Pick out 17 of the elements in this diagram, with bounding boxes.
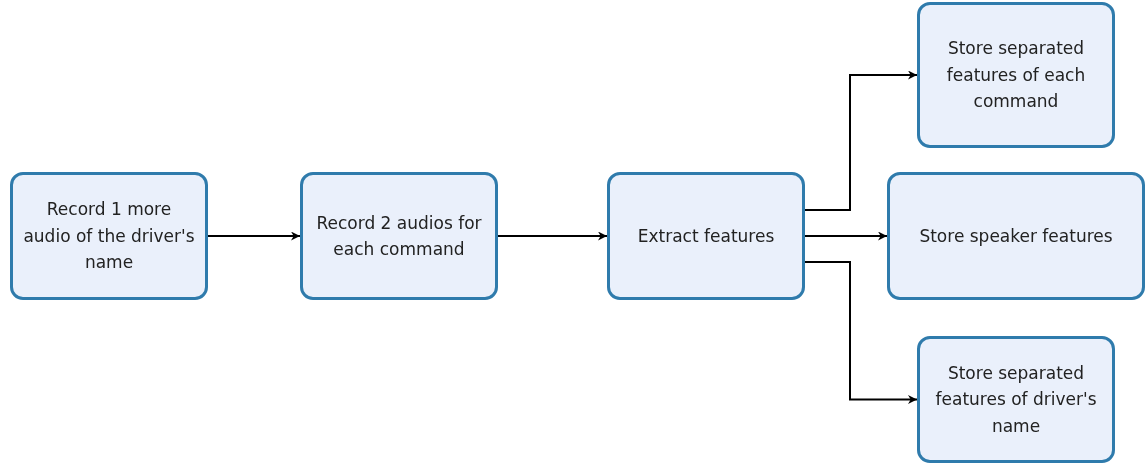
box-label: Store speaker features <box>919 224 1113 248</box>
process-box <box>917 2 1115 148</box>
arrow <box>207 231 301 241</box>
arrow <box>804 70 918 211</box>
arrow <box>497 231 608 241</box>
arrow <box>804 231 888 241</box>
box-label: Extract features <box>637 224 775 248</box>
box-label: Store separated features of each command <box>945 37 1087 114</box>
box-label: Record 2 audios for each command <box>315 211 483 261</box>
box-label: Store separated features of driver's name <box>934 362 1098 438</box>
box-label: Record 1 more audio of the driver's name <box>23 198 195 275</box>
process-box <box>917 336 1115 463</box>
process-box <box>10 172 208 300</box>
arrow <box>804 261 918 404</box>
process-box <box>300 172 498 300</box>
process-box <box>887 172 1145 300</box>
process-box <box>607 172 805 300</box>
